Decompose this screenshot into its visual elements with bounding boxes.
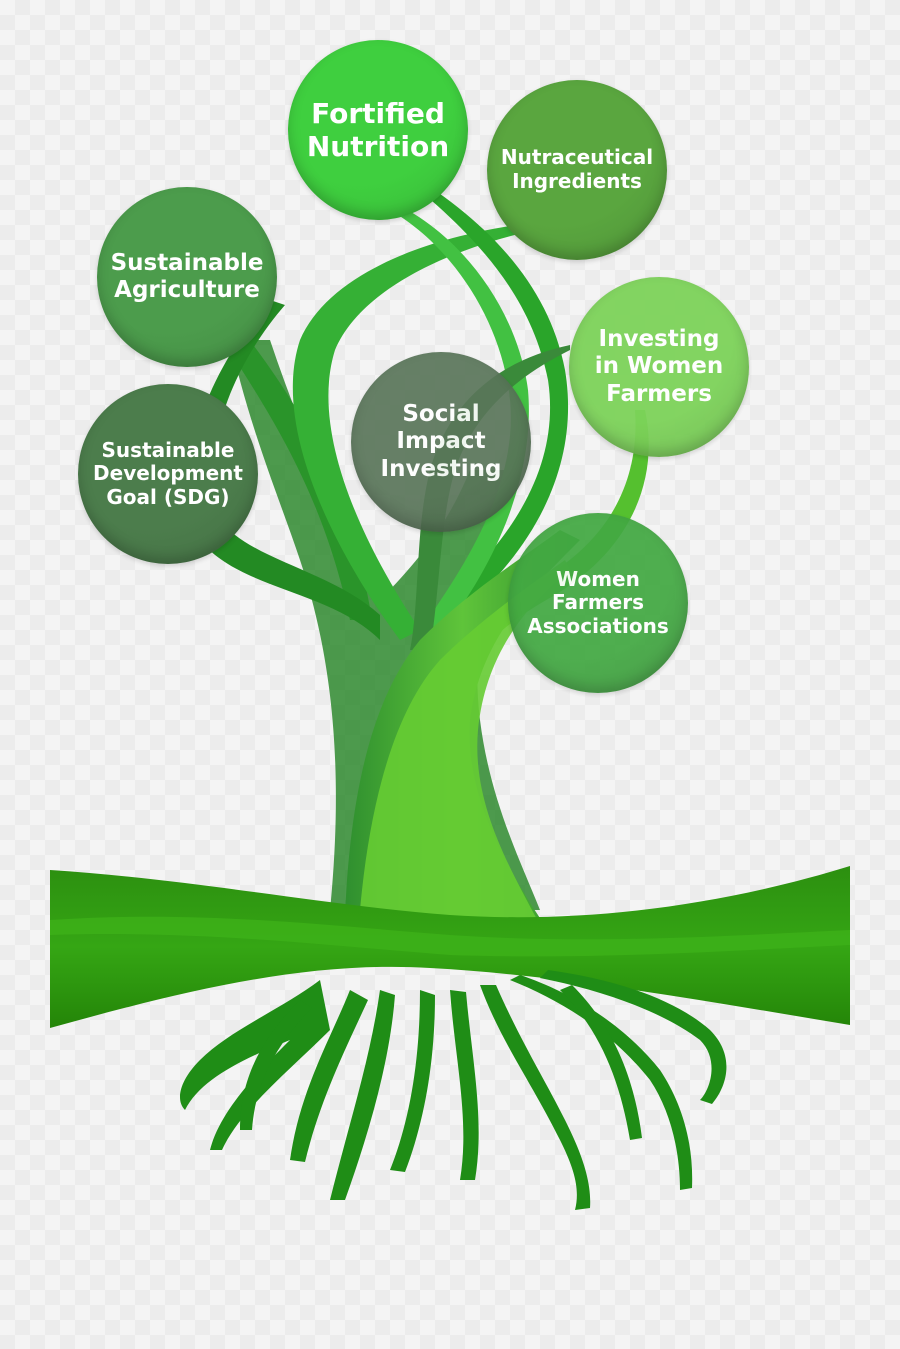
- women-farmers-associations-node: Women Farmers Associations: [508, 513, 688, 693]
- branch-center-tall: [395, 168, 569, 625]
- roots: [180, 970, 727, 1210]
- nutraceutical-ingredients-node: Nutraceutical Ingredients: [487, 80, 667, 260]
- social-impact-investing-node: Social Impact Investing: [351, 352, 531, 532]
- branch-center-loop: [292, 220, 560, 640]
- sustainable-development-goal-label: Sustainable Development Goal (SDG): [93, 437, 243, 509]
- branch-left-upper: [210, 315, 372, 620]
- sustainable-agriculture-label: Sustainable Agriculture: [110, 249, 264, 303]
- sustainable-agriculture-node: Sustainable Agriculture: [97, 187, 277, 367]
- branch-fortified: [330, 186, 529, 635]
- investing-in-women-farmers-label: Investing in Women Farmers: [594, 326, 724, 407]
- investing-in-women-farmers-node: Investing in Women Farmers: [569, 277, 749, 457]
- women-farmers-associations-label: Women Farmers Associations: [527, 566, 669, 638]
- trunk-highlight: [360, 560, 570, 925]
- sustainable-development-goal-node: Sustainable Development Goal (SDG): [78, 384, 258, 564]
- branch-left-lower: [188, 300, 380, 640]
- social-impact-investing-label: Social Impact Investing: [380, 401, 502, 482]
- nutraceutical-ingredients-label: Nutraceutical Ingredients: [500, 145, 654, 193]
- fortified-nutrition-label: Fortified Nutrition: [306, 96, 450, 163]
- fortified-nutrition-node: Fortified Nutrition: [288, 40, 468, 220]
- ground-highlight: [50, 916, 850, 957]
